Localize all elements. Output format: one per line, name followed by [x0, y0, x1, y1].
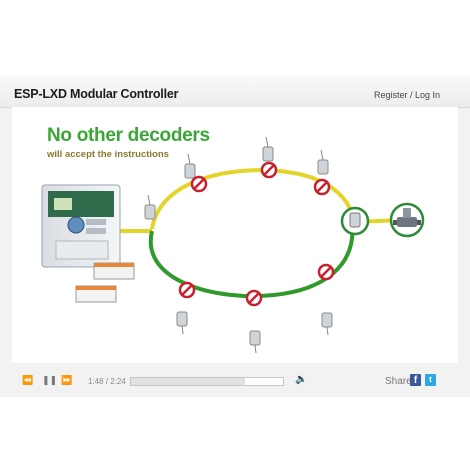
rewind-icon[interactable]: ⏪ — [22, 375, 34, 385]
seek-bar[interactable] — [130, 377, 284, 386]
facebook-share-icon[interactable]: f — [410, 374, 421, 386]
twitter-share-icon[interactable]: t — [425, 374, 436, 386]
current-time: 1:48 — [88, 377, 104, 386]
decoder-diagram — [41, 136, 425, 354]
blocked-icon — [317, 263, 335, 281]
total-time: 2:24 — [110, 377, 126, 386]
video-player: ESP-LXD Modular Controller Register / Lo… — [0, 75, 470, 397]
time-display: 1:48 / 2:24 — [88, 377, 126, 386]
controller-unit — [41, 184, 121, 268]
pause-icon[interactable]: ❚❚ — [42, 375, 58, 385]
register-login-link[interactable]: Register / Log In — [373, 90, 440, 100]
player-controls: ⏪ ❚❚ ⏩ 1:48 / 2:24 🔈 Share f t — [0, 365, 470, 397]
valve-highlight — [389, 202, 425, 238]
share-label: Share — [385, 376, 412, 387]
decoder-tag-5 — [176, 311, 188, 335]
decoder-tag-6 — [249, 330, 261, 354]
wire-path-green — [148, 221, 355, 299]
decoder-tag-3 — [262, 136, 274, 162]
accepting-decoder-highlight — [340, 206, 370, 236]
blocked-icon — [313, 178, 331, 196]
decoder-tag-1 — [144, 194, 156, 220]
decoder-module-1 — [93, 262, 135, 280]
time-separator: / — [103, 377, 111, 386]
page-title: ESP-LXD Modular Controller — [14, 87, 179, 101]
decoder-tag-7 — [321, 312, 333, 336]
blocked-icon — [260, 161, 278, 179]
blocked-icon — [178, 281, 196, 299]
video-headline: No other decoders — [47, 125, 210, 146]
decoder-tag-2 — [184, 153, 196, 179]
video-subline: will accept the instructions — [47, 149, 169, 160]
decoder-module-2 — [75, 285, 117, 303]
volume-icon[interactable]: 🔈 — [295, 374, 308, 385]
player-header: ESP-LXD Modular Controller Register / Lo… — [0, 75, 470, 108]
video-frame[interactable]: No other decoders will accept the instru… — [12, 107, 458, 363]
decoder-tag-4 — [317, 149, 329, 175]
fast-forward-icon[interactable]: ⏩ — [61, 375, 73, 385]
seek-progress — [131, 378, 245, 385]
blocked-icon — [245, 289, 263, 307]
blocked-icon — [190, 175, 208, 193]
